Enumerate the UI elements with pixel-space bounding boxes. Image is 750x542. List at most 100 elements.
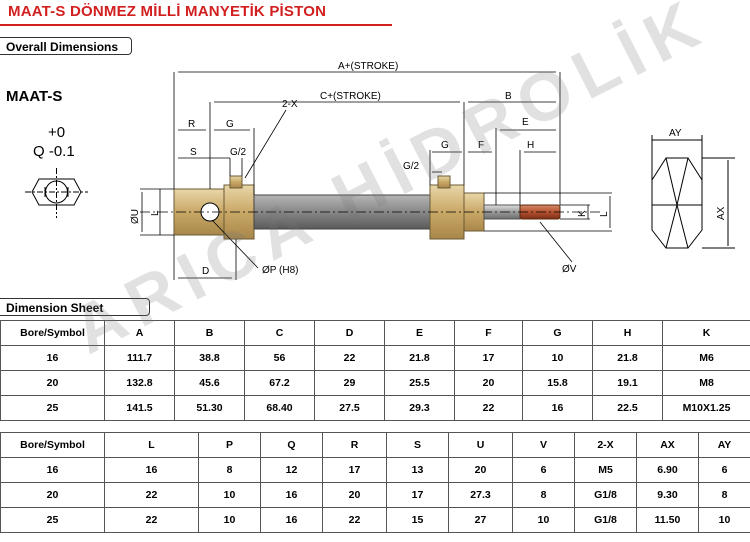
- table-2-header-row: Bore/Symbol L P Q R S U V 2-X AX AY: [0, 432, 750, 458]
- table-cell: 29.3: [384, 395, 455, 421]
- page-title: MAAT-S DÖNMEZ MİLLİ MANYETİK PİSTON: [8, 3, 327, 20]
- table-cell: 8: [198, 457, 261, 483]
- table-cell: 6.90: [636, 457, 699, 483]
- table-cell: G1/8: [574, 507, 637, 533]
- table-row: 16 111.7 38.8 56 22 21.8 17 10 21.8 M6: [0, 345, 750, 371]
- dim-a-label: A+(STROKE): [338, 61, 398, 72]
- table-cell: 16: [522, 395, 593, 421]
- hex-end-view: [25, 168, 88, 218]
- overall-dimensions-heading: Overall Dimensions: [0, 37, 132, 55]
- table-cell: 16: [260, 507, 323, 533]
- table-cell: 25.5: [384, 370, 455, 396]
- dim-e-label: E: [522, 117, 529, 128]
- table-cell: 10: [198, 507, 261, 533]
- table-cell: 17: [322, 457, 387, 483]
- table-cell: 10: [698, 507, 750, 533]
- table-cell: 20: [0, 370, 105, 396]
- table-header-cell: P: [198, 432, 261, 458]
- table-cell: 6: [512, 457, 575, 483]
- dim-g2-label-left: G/2: [230, 147, 247, 158]
- table-cell: 9.30: [636, 482, 699, 508]
- table-cell: 10: [512, 507, 575, 533]
- tolerance-plus: +0: [48, 124, 66, 141]
- table-cell: 20: [454, 370, 523, 396]
- table-header-cell: Bore/Symbol: [0, 432, 105, 458]
- table-header-cell: G: [522, 320, 593, 346]
- table-cell: 10: [198, 482, 261, 508]
- table-row: 25 141.5 51.30 68.40 27.5 29.3 22 16 22.…: [0, 395, 750, 421]
- table-header-cell: Q: [260, 432, 323, 458]
- table-cell: 16: [0, 345, 105, 371]
- cylinder-drawing: A+(STROKE) C+(STROKE) B R G 2-X S G/2 G …: [25, 61, 735, 280]
- table-header-cell: C: [244, 320, 315, 346]
- table-cell: G1/8: [574, 482, 637, 508]
- table-cell: 11.50: [636, 507, 699, 533]
- dim-g2-label-right: G/2: [403, 161, 420, 172]
- table-cell: 68.40: [244, 395, 315, 421]
- table-cell: 12: [260, 457, 323, 483]
- dim-b-label: B: [505, 91, 512, 102]
- dimension-lines: [140, 71, 612, 280]
- table-header-cell: F: [454, 320, 523, 346]
- table-cell: 13: [386, 457, 449, 483]
- dim-l-label-left: L: [150, 210, 161, 216]
- table-cell: 6: [698, 457, 750, 483]
- model-label: MAAT-S: [6, 88, 63, 105]
- table-cell: 21.8: [384, 345, 455, 371]
- table-header-cell: AX: [636, 432, 699, 458]
- table-header-cell: Bore/Symbol: [0, 320, 105, 346]
- table-cell: 45.6: [174, 370, 245, 396]
- table-cell: 141.5: [104, 395, 175, 421]
- table-cell: 27.5: [314, 395, 385, 421]
- table-cell: M5: [574, 457, 637, 483]
- table-cell: 21.8: [592, 345, 663, 371]
- dim-g-label: G: [226, 119, 234, 130]
- table-cell: 111.7: [104, 345, 175, 371]
- dim-d-label: D: [202, 266, 209, 277]
- table-cell: 38.8: [174, 345, 245, 371]
- table-cell: 8: [512, 482, 575, 508]
- dim-r-label: R: [188, 119, 195, 130]
- table-cell: 22: [104, 482, 199, 508]
- table-row: 25 22 10 16 22 15 27 10 G1/8 11.50 10: [0, 507, 750, 533]
- table-cell: 16: [0, 457, 105, 483]
- table-header-cell: 2-X: [574, 432, 637, 458]
- table-1-header-row: Bore/Symbol A B C D E F G H K: [0, 320, 750, 346]
- table-header-cell: H: [592, 320, 663, 346]
- dim-ay-label: AY: [669, 128, 682, 139]
- table-cell: 27: [448, 507, 513, 533]
- table-cell: 8: [698, 482, 750, 508]
- table-cell: 15: [386, 507, 449, 533]
- table-header-cell: S: [386, 432, 449, 458]
- table-cell: 15.8: [522, 370, 593, 396]
- table-header-cell: U: [448, 432, 513, 458]
- table-header-cell: B: [174, 320, 245, 346]
- dim-c-label: C+(STROKE): [320, 91, 381, 102]
- table-cell: 22: [322, 507, 387, 533]
- dim-f-label: F: [478, 140, 484, 151]
- table-row: 16 16 8 12 17 13 20 6 M5 6.90 6: [0, 457, 750, 483]
- table-cell: 29: [314, 370, 385, 396]
- dim-ov-label: ØV: [562, 264, 577, 275]
- table-cell: 16: [104, 457, 199, 483]
- dimension-sheet-heading: Dimension Sheet: [0, 298, 150, 316]
- table-cell: 17: [386, 482, 449, 508]
- table-cell: 16: [260, 482, 323, 508]
- table-cell: 67.2: [244, 370, 315, 396]
- table-cell: 132.8: [104, 370, 175, 396]
- table-cell: 51.30: [174, 395, 245, 421]
- table-cell: 22: [314, 345, 385, 371]
- dim-k-label: K: [577, 210, 588, 217]
- dim-op-label: ØP (H8): [262, 265, 299, 276]
- table-cell: 22: [454, 395, 523, 421]
- table-header-cell: K: [662, 320, 750, 346]
- table-row: 20 132.8 45.6 67.2 29 25.5 20 15.8 19.1 …: [0, 370, 750, 396]
- table-cell: M10X1.25: [662, 395, 750, 421]
- title-underline: [0, 24, 392, 26]
- table-cell: 25: [0, 395, 105, 421]
- table-cell: 10: [522, 345, 593, 371]
- table-row: 20 22 10 16 20 17 27.3 8 G1/8 9.30 8: [0, 482, 750, 508]
- table-cell: 20: [448, 457, 513, 483]
- table-header-cell: L: [104, 432, 199, 458]
- table-header-cell: A: [104, 320, 175, 346]
